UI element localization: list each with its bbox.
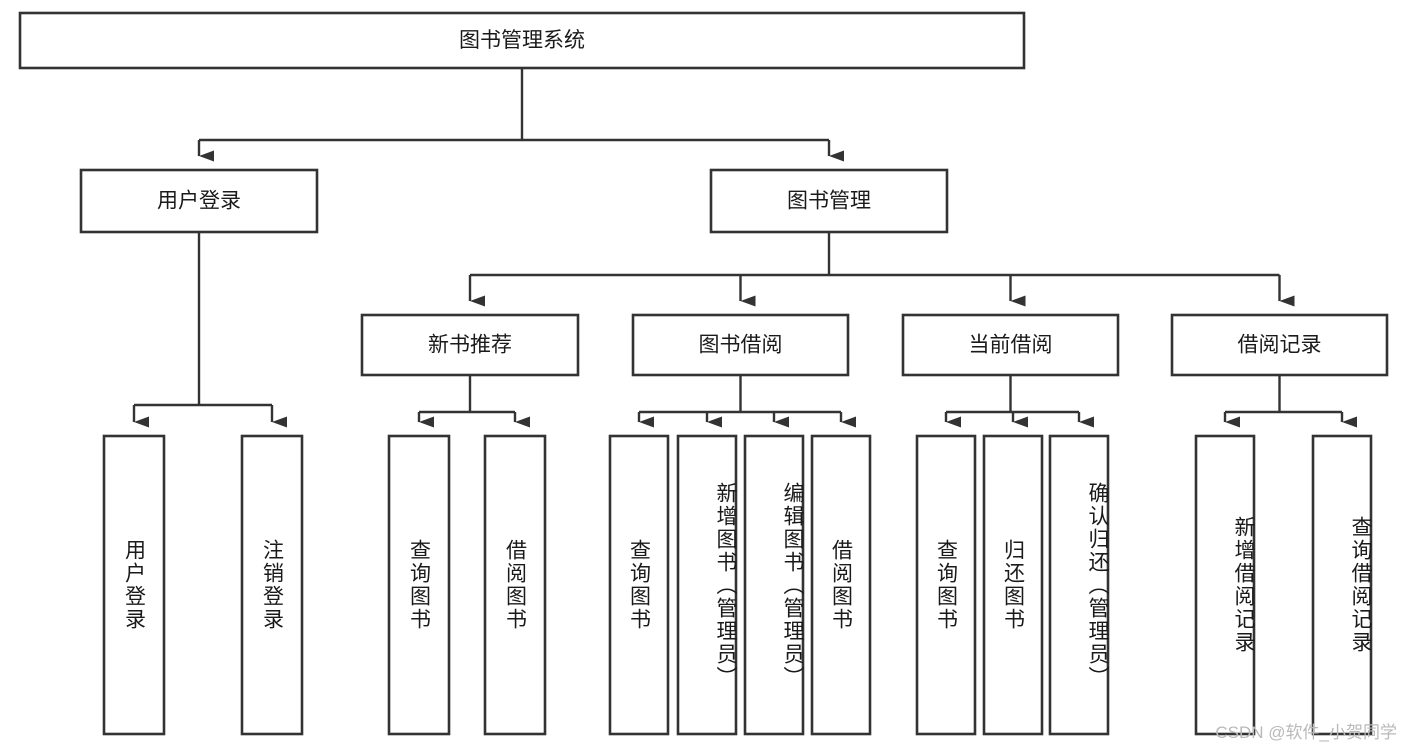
node-leaf-query-record[interactable]: [1311, 434, 1373, 736]
node-current-borrow[interactable]: 当前借阅: [901, 313, 1120, 377]
node-leaf-logout[interactable]: [240, 434, 304, 736]
node-leaf-edit-book[interactable]: [743, 434, 805, 736]
node-leaf-add-book[interactable]: [676, 434, 738, 736]
node-user-login[interactable]: 用户登录: [79, 168, 319, 234]
node-label-current-borrow: 当前借阅: [969, 334, 1053, 357]
node-leaf-confirm-return[interactable]: [1048, 434, 1110, 736]
node-book-manage[interactable]: 图书管理: [709, 168, 949, 234]
connector-lines: [132, 68, 1357, 428]
node-leaf-query-book-borrow[interactable]: [608, 434, 670, 736]
node-label-new-book-rec: 新书推荐: [428, 334, 512, 357]
node-new-book-rec[interactable]: 新书推荐: [360, 313, 580, 377]
node-label-book-borrow: 图书借阅: [699, 334, 783, 357]
node-leaf-query-book-cur[interactable]: [915, 434, 977, 736]
node-leaf-borrow-book[interactable]: [810, 434, 872, 736]
node-label-book-manage: 图书管理: [787, 190, 871, 213]
node-leaf-query-book-rec[interactable]: [387, 434, 451, 736]
node-label-user-login: 用户登录: [157, 190, 241, 213]
node-leaf-borrow-book-rec[interactable]: [483, 434, 547, 736]
node-label-root: 图书管理系统: [459, 29, 585, 52]
node-leaf-add-record[interactable]: [1194, 434, 1256, 736]
watermark-text: CSDN @软件_小贺同学: [1215, 723, 1397, 742]
node-book-borrow[interactable]: 图书借阅: [631, 313, 850, 377]
node-leaf-user-login[interactable]: [102, 434, 166, 736]
node-root[interactable]: 图书管理系统: [18, 11, 1026, 70]
node-borrow-record[interactable]: 借阅记录: [1170, 313, 1389, 377]
node-label-borrow-record: 借阅记录: [1238, 334, 1322, 357]
node-leaf-return-book[interactable]: [982, 434, 1044, 736]
